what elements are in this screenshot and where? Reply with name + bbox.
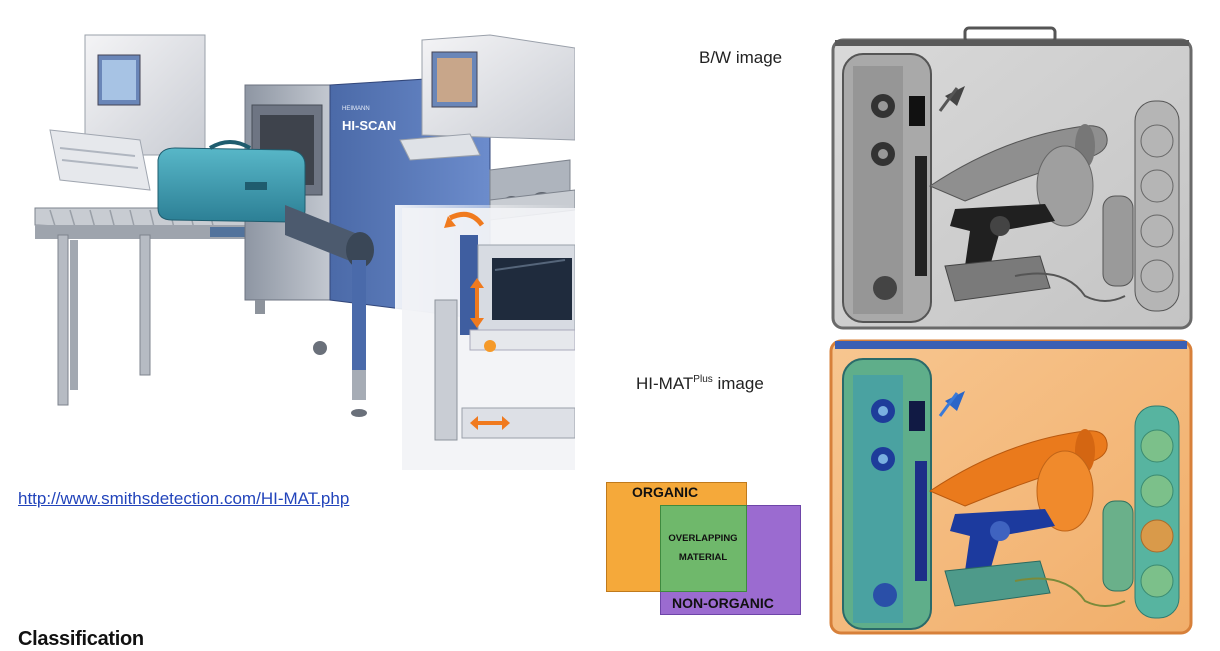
left-monitor: [49, 34, 206, 191]
xray-bw-image: [825, 26, 1197, 331]
smiths-detection-link[interactable]: http://www.smithsdetection.com/HI-MAT.ph…: [18, 489, 350, 508]
himat-caption-main: HI-MAT: [636, 374, 694, 393]
legend-overlap-box: [660, 505, 747, 592]
right-monitor: [399, 34, 575, 161]
himat-caption-suffix: image: [712, 374, 764, 393]
legend-overlap-line2: MATERIAL: [678, 552, 728, 563]
machine-brand-small: HEIMANN: [342, 106, 370, 112]
machine-brand-large: HI-SCAN: [342, 118, 396, 133]
himat-caption-superscript: Plus: [693, 374, 713, 385]
conveyor-roller: [285, 205, 374, 417]
suitcase-illustration: [157, 140, 306, 223]
legend-nonorganic-label: NON-ORGANIC: [672, 595, 774, 611]
conveyor-table: [34, 207, 291, 406]
himat-image-caption: HI-MATPlus image: [636, 374, 764, 394]
xray-scanner-illustration: HEIMANN HI-SCAN: [34, 34, 575, 470]
xray-himat-plus-image: [825, 335, 1197, 637]
legend-overlap-label: OVERLAPPING MATERIAL: [662, 529, 744, 567]
bw-image-caption: B/W image: [699, 48, 783, 67]
detail-inset: [395, 205, 575, 470]
classification-heading: Classification: [18, 628, 144, 650]
rotate-arrow-icon: [448, 211, 485, 227]
legend-organic-label: ORGANIC: [632, 484, 699, 500]
legend-overlap-line1: OVERLAPPING: [668, 533, 738, 544]
